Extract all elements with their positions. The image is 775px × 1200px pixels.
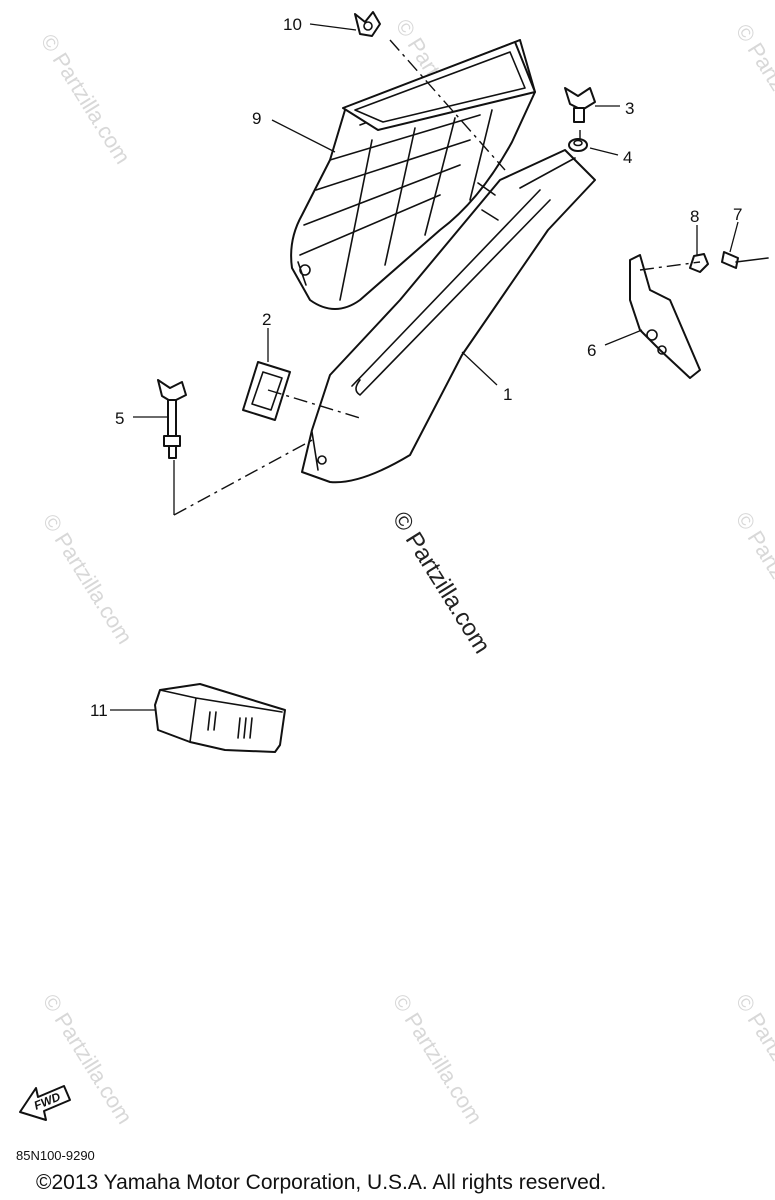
part-2-gasket [242,361,291,421]
watermark-bottom-center: © Partzilla.com [388,989,488,1128]
callout-4: 4 [623,148,632,167]
diagram-code: 85N100-9290 [16,1148,95,1163]
watermark-top-left: © Partzilla.com [36,29,136,168]
watermark-mid-right: © Partzilla.com [731,507,775,646]
part-3-wing-bolt [564,87,596,123]
callout-2: 2 [262,310,271,329]
part-6-bracket [629,254,701,379]
callout-7: 7 [733,205,742,224]
part-4-washer [568,138,588,152]
part-1-cover [301,149,596,484]
watermark-main: © Partzilla.com [387,507,496,658]
callout-6: 6 [587,341,596,360]
forward-arrow-icon: FWD [19,1085,71,1121]
part-10-wing-nut [354,11,381,37]
part-7-screw [721,251,769,269]
assembly-lines [173,39,701,516]
leader-lines [110,23,739,711]
callout-8: 8 [690,207,699,226]
callout-10: 10 [283,15,302,34]
watermark-bottom-right: © Partzilla.com [731,989,775,1128]
part-8-nut [689,253,709,273]
callout-11: 11 [90,701,108,720]
watermark-top-right: © Partzilla.com [731,19,775,158]
copyright-notice: ©2013 Yamaha Motor Corporation, U.S.A. A… [36,1171,606,1194]
callout-5: 5 [115,409,124,428]
part-11-box [154,683,286,753]
callout-9: 9 [252,109,261,128]
part-9-intake-duct [290,39,536,310]
part-5-bolt [157,379,187,459]
callout-3: 3 [625,99,634,118]
callout-1: 1 [503,385,512,404]
watermark-mid-left: © Partzilla.com [38,509,138,648]
